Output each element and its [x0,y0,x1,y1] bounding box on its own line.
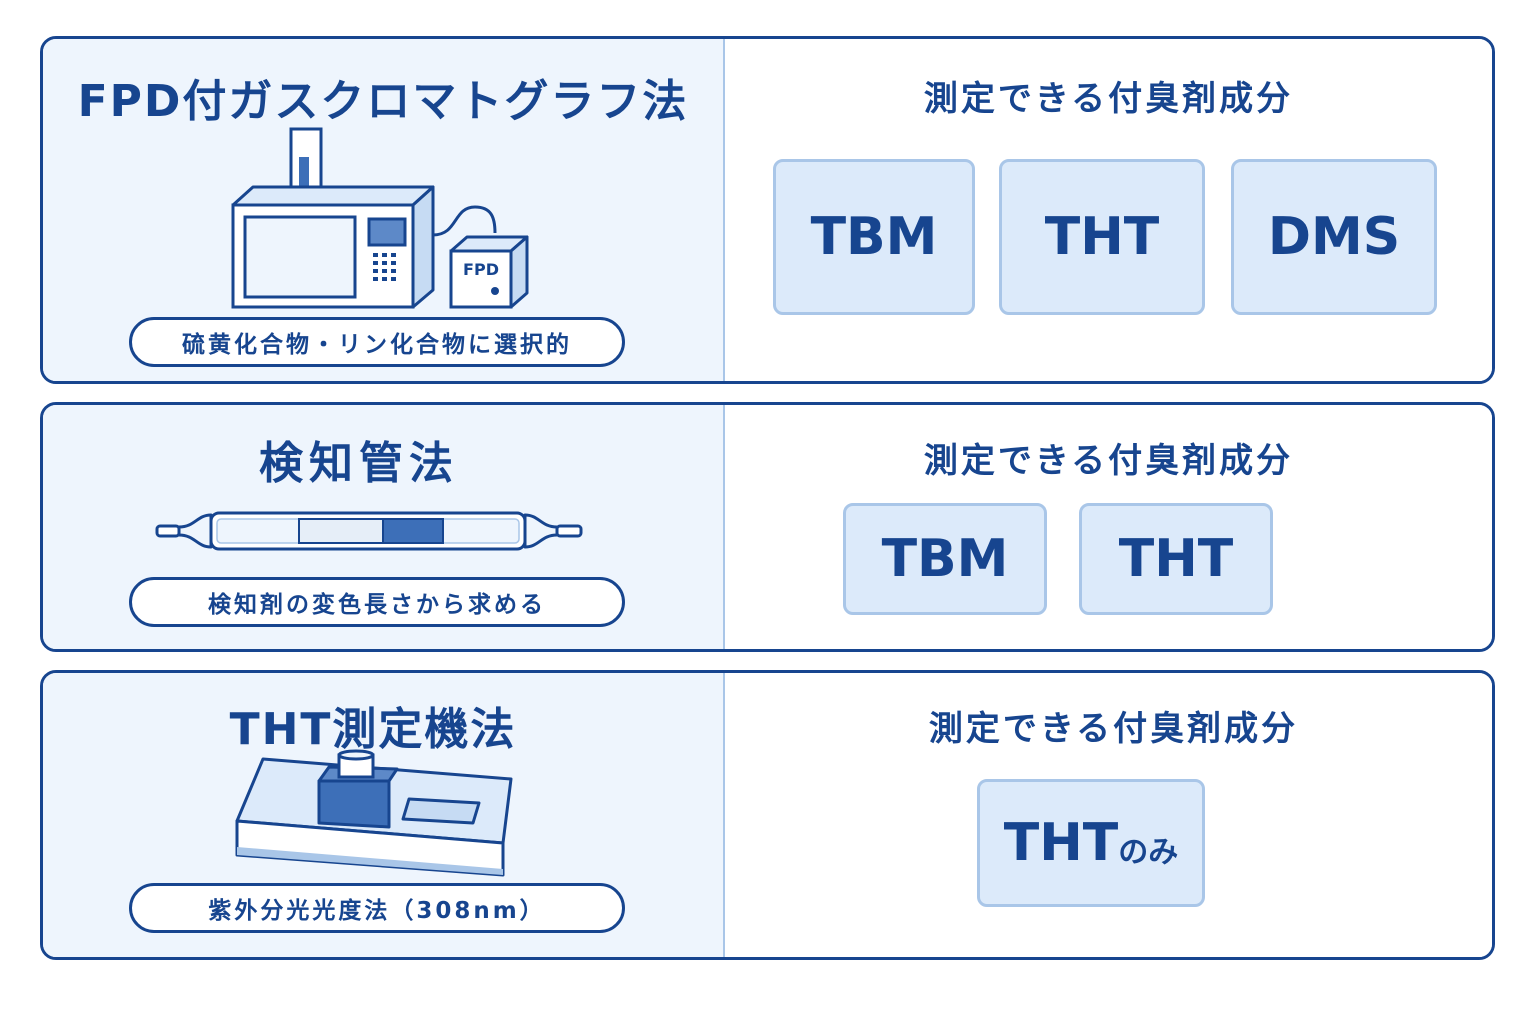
method-info-detector-tube: 検知管法 検知剤の変色長さから求める [43,405,725,649]
method-title: 検知管法 [259,438,459,489]
component-chip-tht: THT [1079,503,1273,615]
component-chip-tbm: TBM [773,159,975,315]
components-heading: 測定できる付臭剤成分 [928,709,1299,749]
component-label: THT [1118,529,1234,589]
component-chip-dms: DMS [1231,159,1437,315]
components-heading: 測定できる付臭剤成分 [923,441,1294,481]
method-info-tht-analyzer: THT測定機法 紫外分光光度法（308nm） [43,673,725,957]
component-label: THT [1003,813,1119,873]
detector-tube-icon [155,511,583,551]
component-suffix: のみ [1118,835,1179,870]
fpd-device-label: FPD [463,260,499,279]
component-chip-tbm: TBM [843,503,1047,615]
component-label: DMS [1267,207,1401,267]
method-info-fpd-gc: FPD付ガスクロマトグラフ法 [43,39,725,381]
method-title: THT測定機法 [229,704,517,755]
gas-chromatograph-icon: FPD [231,127,529,309]
components-area-fpd-gc: 測定できる付臭剤成分 TBM THT DMS [725,39,1492,381]
method-note-pill: 紫外分光光度法（308nm） [129,883,625,933]
method-title: FPD付ガスクロマトグラフ法 [77,76,689,127]
method-panel-fpd-gc: FPD付ガスクロマトグラフ法 [40,36,1495,384]
component-label: TBM [810,207,938,267]
components-area-detector-tube: 測定できる付臭剤成分 TBM THT [725,405,1492,649]
method-note-pill: 硫黄化合物・リン化合物に選択的 [129,317,625,367]
tht-analyzer-icon [235,749,513,877]
component-label: THT [1044,207,1160,267]
components-heading: 測定できる付臭剤成分 [923,79,1294,119]
component-label: TBM [881,529,1009,589]
component-chip-tht: THT [999,159,1205,315]
method-note-pill: 検知剤の変色長さから求める [129,577,625,627]
method-panel-detector-tube: 検知管法 検知剤の変色長さから求める 測定できる付臭剤成分 TBM THT [40,402,1495,652]
